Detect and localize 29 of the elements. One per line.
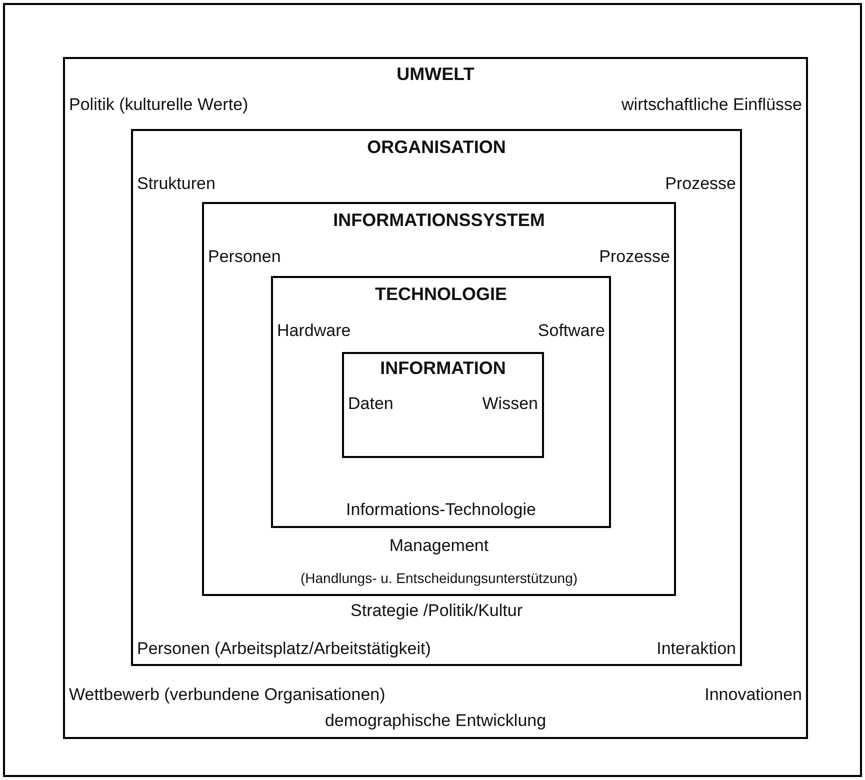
text-label: Management: [389, 536, 489, 556]
text-label: Strukturen: [137, 174, 216, 194]
text-label: Informations-Technologie: [346, 500, 536, 520]
box-heading: INFORMATION: [380, 358, 506, 379]
box-heading: ORGANISATION: [367, 137, 506, 158]
nested-box: [131, 129, 742, 666]
text-label: Strategie /Politik/Kultur: [350, 601, 522, 621]
nested-box: [271, 276, 611, 528]
text-label: Prozesse: [599, 247, 670, 267]
text-label: Wettbewerb (verbundene Organisationen): [69, 685, 386, 705]
text-label: Software: [538, 321, 605, 341]
text-label: demographische Entwicklung: [324, 711, 546, 731]
box-heading: TECHNOLOGIE: [374, 284, 507, 305]
text-label: Prozesse: [665, 174, 736, 194]
text-label: Hardware: [277, 321, 351, 341]
nested-box: [342, 352, 544, 458]
box-heading: INFORMATIONSSYSTEM: [333, 210, 545, 231]
text-label: wirtschaftliche Einflüsse: [622, 95, 802, 115]
nested-box: [63, 57, 808, 739]
text-label: Wissen: [482, 394, 538, 414]
text-label: Personen (Arbeitsplatz/Arbeitstätigkeit): [137, 639, 431, 659]
box-heading: UMWELT: [396, 64, 474, 85]
text-label: Politik (kulturelle Werte): [69, 95, 248, 115]
nested-box: [202, 202, 676, 596]
text-label: Interaktion: [656, 639, 736, 659]
text-label: Personen: [208, 247, 281, 267]
text-label: Innovationen: [704, 685, 802, 705]
text-label: (Handlungs- u. Entscheidungsunterstützung): [300, 570, 578, 586]
text-label: Daten: [348, 394, 394, 414]
